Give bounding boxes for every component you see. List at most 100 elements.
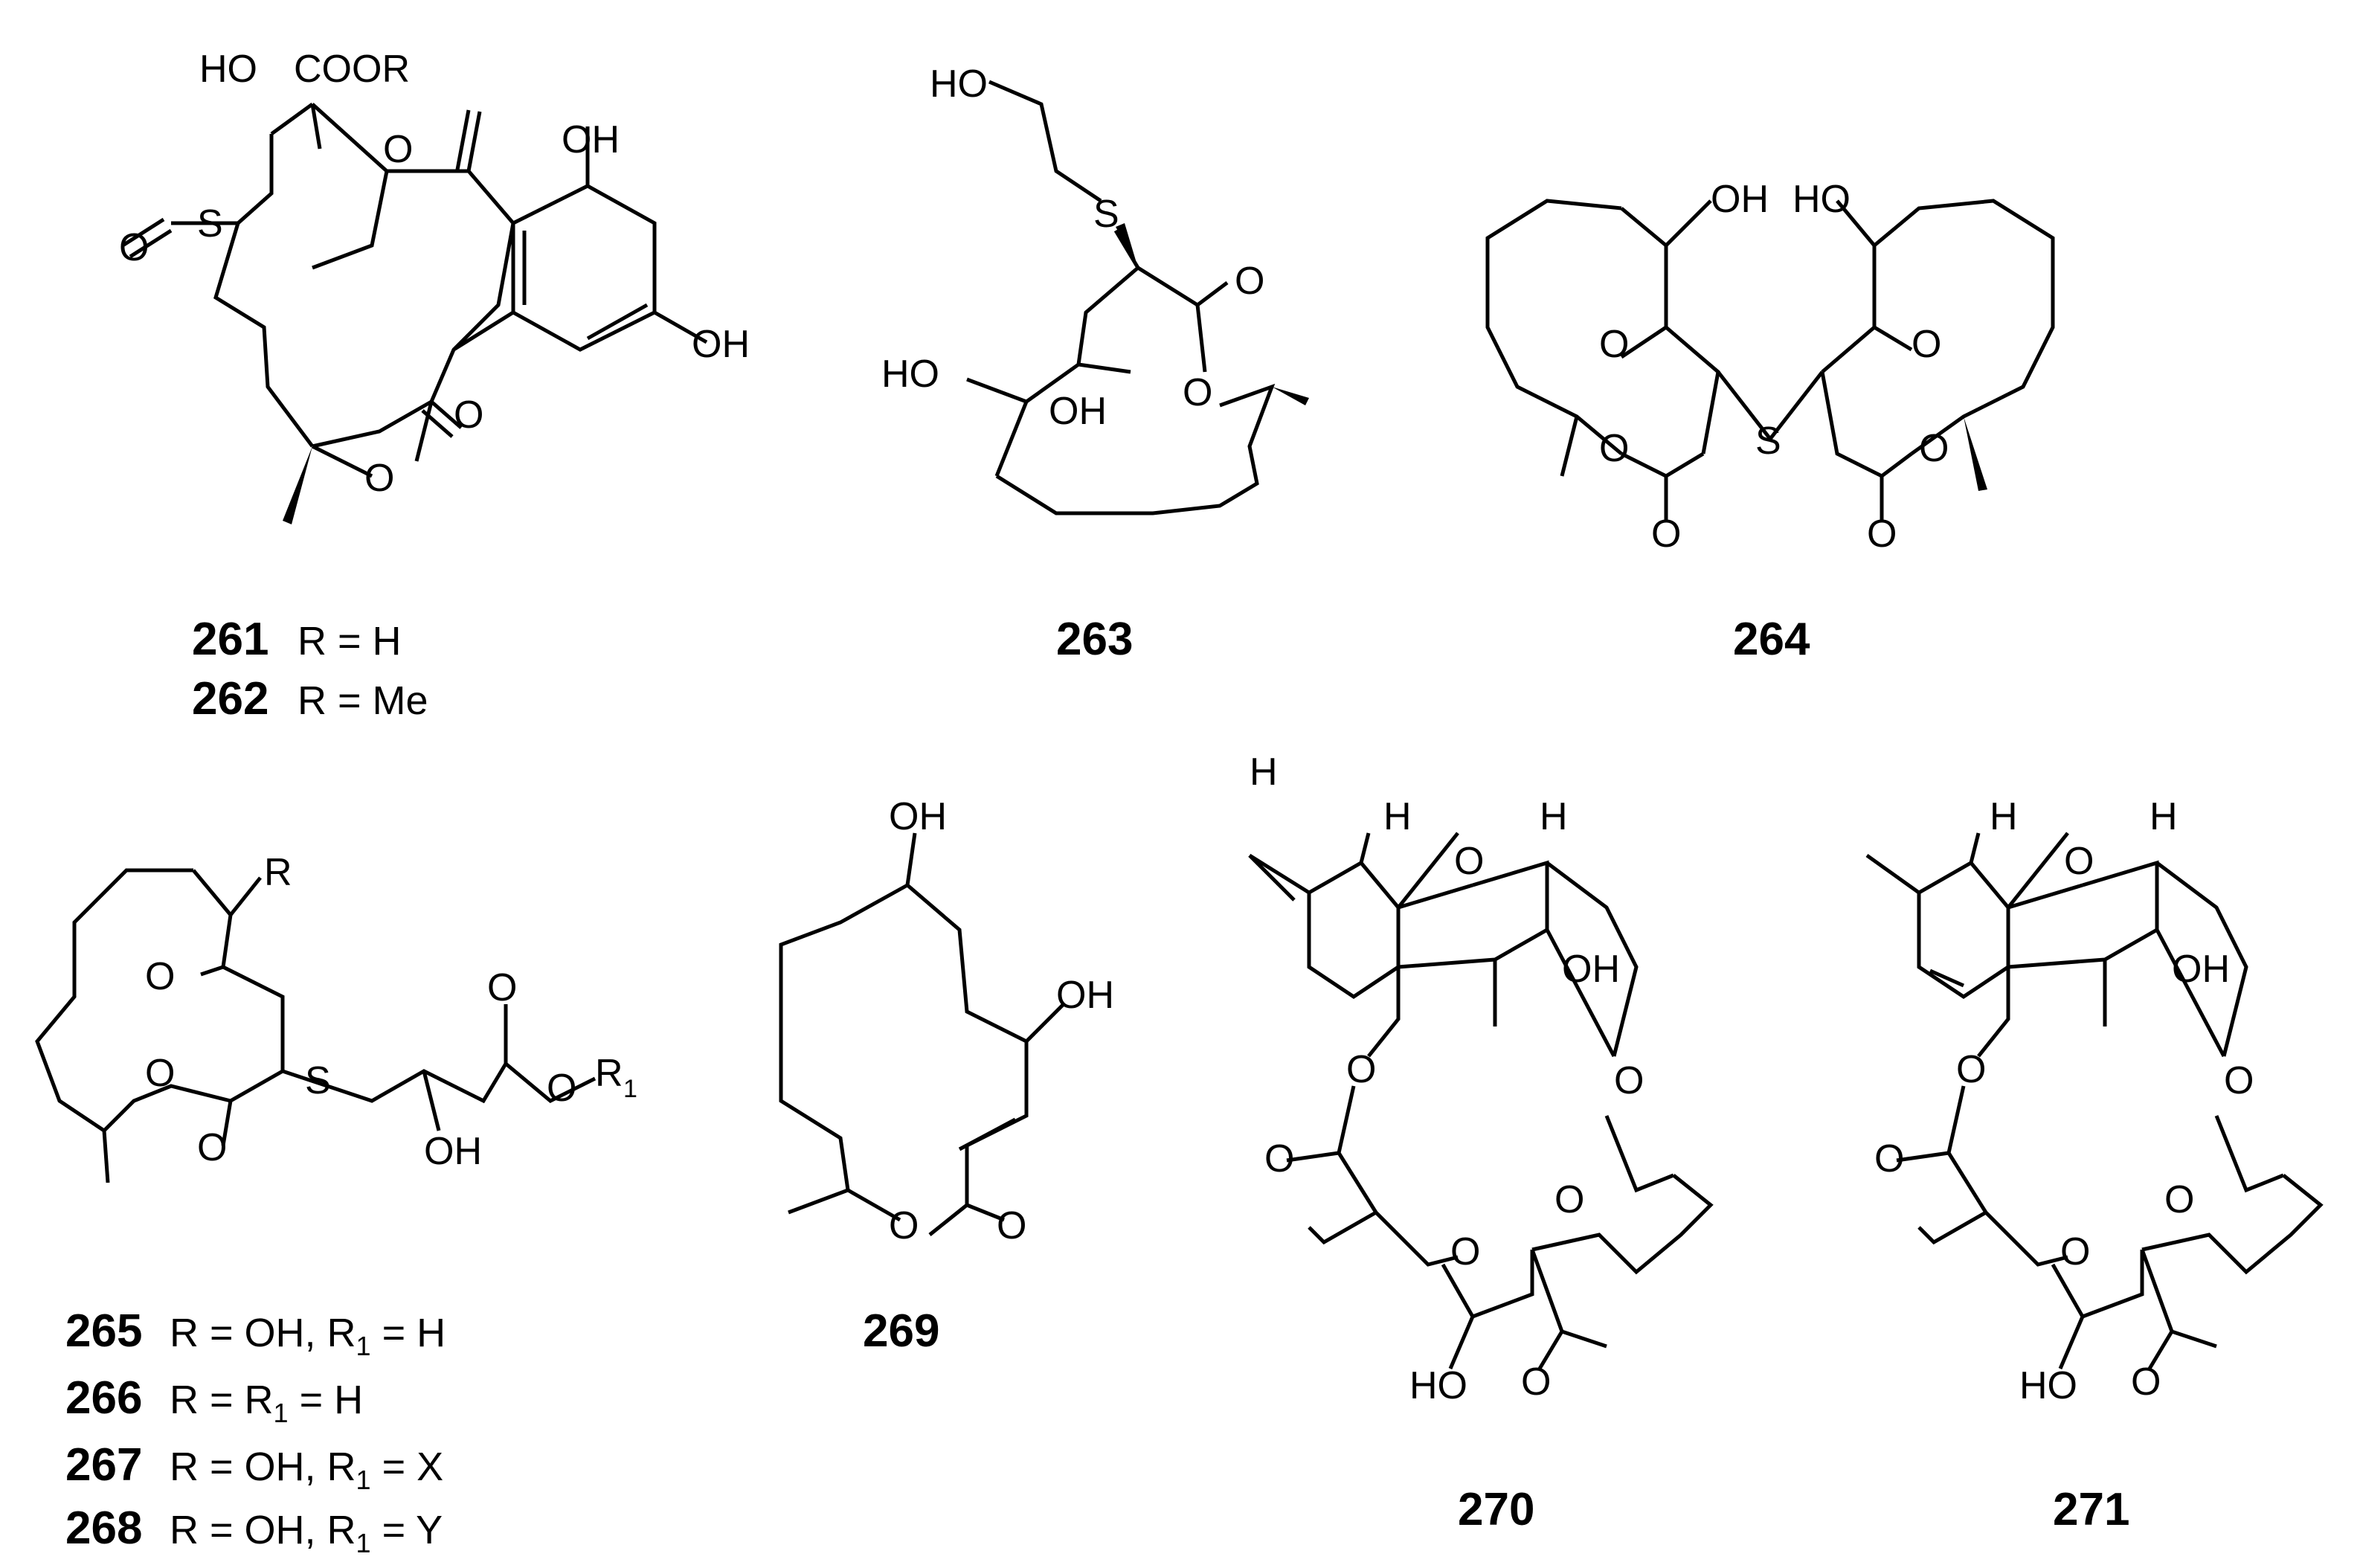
- structure-270: H H O H OH O O O O O HO O: [1248, 751, 1714, 1407]
- bonds-270: [1248, 832, 1714, 1370]
- compound-number: 262: [192, 673, 269, 724]
- atom-ho: HO: [1409, 1364, 1467, 1407]
- caption-270: 270: [1458, 1484, 1534, 1535]
- atom-oh: OH: [1056, 974, 1114, 1017]
- atom-o: O: [997, 1204, 1026, 1247]
- structure-264: OH HO O O O S O O O: [1485, 178, 2055, 556]
- atom-oh: OH: [692, 323, 750, 366]
- atom-o: O: [454, 393, 483, 437]
- atom-o: O: [1264, 1137, 1294, 1180]
- caption-262: 262 R = Me: [192, 673, 428, 724]
- structure-263: HO S O O HO OH: [881, 62, 1309, 515]
- atom-o: O: [487, 966, 517, 1009]
- compound-substituent: R = OH, R1 = Y: [170, 1508, 443, 1558]
- compound-number: 268: [65, 1503, 142, 1554]
- atom-ho: HO: [2019, 1364, 2077, 1407]
- atom-oh: OH: [889, 795, 947, 838]
- atom-ho: HO: [881, 353, 939, 396]
- atom-s: S: [305, 1059, 331, 1102]
- atom-o: O: [1183, 371, 1212, 414]
- atom-s: S: [1755, 420, 1781, 463]
- atom-r: R: [264, 851, 292, 894]
- bonds-261: [121, 102, 708, 478]
- atom-coor: COOR: [294, 48, 410, 91]
- atom-oh: OH: [2172, 948, 2230, 991]
- caption-261: 261 R = H: [192, 614, 402, 665]
- atom-o: O: [1346, 1048, 1376, 1091]
- atom-o: O: [197, 1126, 227, 1169]
- caption-264: 264: [1733, 614, 1810, 665]
- atom-o: O: [1521, 1360, 1551, 1404]
- atom-o: O: [889, 1204, 919, 1247]
- atom-o: O: [2164, 1178, 2194, 1221]
- compound-number: 261: [192, 614, 269, 665]
- atom-ho: HO: [199, 48, 257, 91]
- atom-o: O: [1874, 1137, 1904, 1180]
- compound-number: 265: [65, 1305, 142, 1357]
- atom-o: O: [364, 457, 394, 500]
- wedge-bond: [283, 446, 312, 524]
- compound-number: 266: [65, 1372, 142, 1424]
- bonds-265: [35, 868, 597, 1183]
- bonds-271: [1865, 832, 2324, 1370]
- wedge-bond: [1116, 223, 1138, 268]
- atom-h: H: [1250, 751, 1278, 794]
- atom-o: O: [1450, 1230, 1480, 1273]
- atom-oh: OH: [1711, 178, 1769, 221]
- atom-o: O: [1599, 323, 1629, 366]
- atom-oh: OH: [1562, 948, 1620, 991]
- wedge-bond: [1272, 387, 1309, 405]
- atom-o: O: [2064, 840, 2094, 883]
- atom-o: O: [1651, 513, 1681, 556]
- atom-h: H: [1383, 795, 1412, 838]
- atom-o: O: [1599, 427, 1629, 470]
- bonds-263: [966, 80, 1276, 515]
- atom-s: S: [197, 202, 223, 245]
- atom-o: O: [145, 955, 175, 998]
- atom-o: O: [1919, 427, 1949, 470]
- atom-o: O: [1912, 323, 1941, 366]
- caption-267: 267 R = OH, R1 = X: [65, 1439, 443, 1495]
- compound-substituent: R = H: [298, 619, 402, 663]
- atom-o: O: [2060, 1230, 2090, 1273]
- atom-o: O: [145, 1052, 175, 1095]
- compound-substituent: R = OH, R1 = X: [170, 1445, 443, 1495]
- structure-271: H O H OH O O O O O HO O: [1865, 795, 2324, 1407]
- atom-h: H: [2150, 795, 2178, 838]
- atom-r1: R: [595, 1052, 623, 1095]
- atom-o: O: [383, 128, 413, 171]
- atom-o: O: [1554, 1178, 1584, 1221]
- caption-271: 271: [2053, 1484, 2129, 1535]
- atom-o: O: [1614, 1059, 1644, 1102]
- atom-oh: OH: [1049, 390, 1107, 433]
- structure-265: R O O S O O O R 1 OH: [35, 851, 637, 1183]
- atom-o: O: [2131, 1360, 2161, 1404]
- compound-substituent: R = R1 = H: [170, 1378, 363, 1428]
- atom-s: S: [1093, 193, 1119, 236]
- compound-number: 267: [65, 1439, 142, 1491]
- atom-ho: HO: [930, 62, 988, 106]
- atom-h: H: [1540, 795, 1568, 838]
- atom-o: O: [547, 1067, 576, 1110]
- structure-269: OH OH O O: [779, 795, 1114, 1247]
- bonds-269: [779, 832, 1065, 1236]
- structure-261: HO COOR S O O OH OH O O: [119, 48, 750, 524]
- atom-o: O: [1454, 840, 1484, 883]
- wedge-bond: [1964, 417, 1987, 491]
- atom-o: O: [2224, 1059, 2254, 1102]
- atom-o: O: [1235, 260, 1264, 303]
- atom-oh: OH: [562, 118, 620, 161]
- atom-o: O: [119, 226, 149, 269]
- atom-o: O: [1867, 513, 1897, 556]
- atom-h: H: [1990, 795, 2018, 838]
- caption-269: 269: [863, 1305, 939, 1357]
- compound-substituent: R = Me: [298, 678, 428, 723]
- atom-ho: HO: [1792, 178, 1851, 221]
- bonds-264: [1485, 199, 2055, 521]
- caption-265: 265 R = OH, R1 = H: [65, 1305, 446, 1361]
- compound-substituent: R = OH, R1 = H: [170, 1311, 446, 1361]
- caption-263: 263: [1056, 614, 1133, 665]
- caption-268: 268 R = OH, R1 = Y: [65, 1503, 443, 1558]
- caption-266: 266 R = R1 = H: [65, 1372, 363, 1428]
